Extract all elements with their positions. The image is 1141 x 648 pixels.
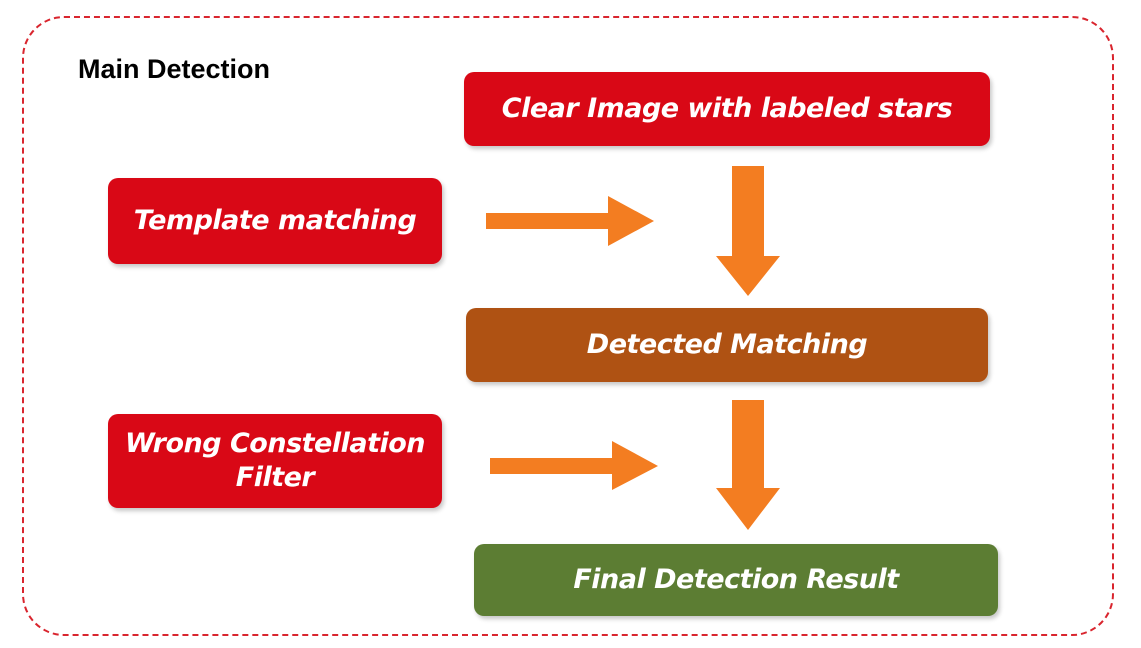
final-result-label: Final Detection Result bbox=[573, 564, 899, 596]
detected-matching-label: Detected Matching bbox=[586, 329, 868, 361]
arrow-right-icon bbox=[486, 196, 654, 246]
arrow-down-icon bbox=[716, 166, 780, 296]
wrong-constellation-filter-node: Wrong Constellation Filter bbox=[108, 414, 442, 508]
wrong-filter-label-line1: Wrong Constellation bbox=[124, 428, 426, 460]
detected-matching-node: Detected Matching bbox=[466, 308, 988, 382]
template-matching-node: Template matching bbox=[108, 178, 442, 264]
main-detection-frame bbox=[22, 16, 1114, 636]
wrong-filter-label-line2: Filter bbox=[235, 462, 315, 493]
clear-image-label: Clear Image with labeled stars bbox=[501, 93, 953, 125]
arrow-right-icon bbox=[490, 441, 658, 490]
template-matching-label: Template matching bbox=[133, 205, 417, 237]
clear-image-node: Clear Image with labeled stars bbox=[464, 72, 990, 146]
arrow-down-icon bbox=[716, 400, 780, 530]
diagram-title: Main Detection bbox=[78, 54, 271, 84]
final-detection-result-node: Final Detection Result bbox=[474, 544, 998, 616]
